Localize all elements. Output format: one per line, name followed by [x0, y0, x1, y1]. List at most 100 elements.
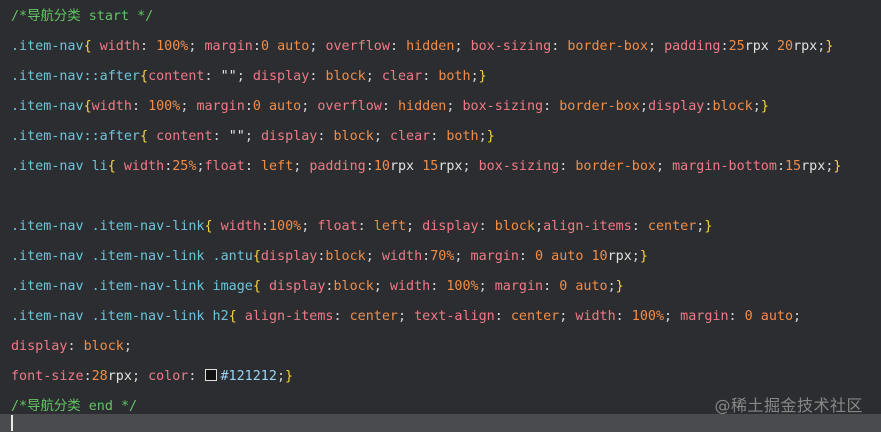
css-value: auto	[277, 39, 310, 54]
punctuation: :	[422, 69, 439, 84]
css-string: ""	[228, 129, 245, 144]
css-value: block	[712, 99, 753, 114]
punctuation: ;	[656, 159, 673, 174]
punctuation: :	[131, 99, 149, 114]
css-selector: .item-nav::after	[11, 129, 140, 144]
css-value: border-box	[559, 99, 640, 114]
punctuation: :	[543, 279, 560, 294]
brace: }	[615, 279, 624, 294]
punctuation: :	[704, 99, 713, 114]
css-number: 0	[559, 279, 568, 294]
punctuation: :	[164, 159, 173, 174]
punctuation: ;	[188, 39, 205, 54]
code-line[interactable]: .item-nav li{ width:25%;float: left; pad…	[0, 152, 881, 182]
punctuation	[769, 39, 777, 54]
punctuation	[92, 39, 100, 54]
punctuation: :	[140, 39, 157, 54]
css-selector: .item-nav .item-nav-link image	[11, 279, 253, 294]
punctuation: ;	[462, 159, 479, 174]
css-value: block	[325, 249, 366, 264]
css-property: display	[647, 99, 705, 114]
code-line[interactable]: .item-nav .item-nav-link .antu{display:b…	[0, 242, 881, 272]
css-number: 100%	[156, 39, 189, 54]
css-property: margin-bottom	[672, 159, 777, 174]
punctuation: ;	[478, 279, 495, 294]
code-line[interactable]: .item-nav::after{content: ""; display: b…	[0, 62, 881, 92]
css-property: clear	[381, 69, 423, 84]
code-line[interactable]: display: block;	[0, 332, 881, 362]
punctuation: :	[204, 69, 221, 84]
punctuation: ;	[752, 99, 761, 114]
punctuation: :	[543, 99, 560, 114]
brace: {	[140, 69, 149, 84]
css-unit: rpx	[438, 159, 463, 174]
css-value: both	[438, 69, 471, 84]
punctuation: ;	[664, 309, 681, 324]
css-value: center	[349, 309, 398, 324]
punctuation: ;	[454, 39, 471, 54]
css-property: margin	[196, 99, 245, 114]
css-number: 0	[535, 249, 544, 264]
css-property: width	[99, 39, 140, 54]
code-line[interactable]: .item-nav .item-nav-link{ width:100%; fl…	[0, 212, 881, 242]
css-number: 100%	[446, 279, 479, 294]
css-value: border-box	[567, 39, 648, 54]
brace: }	[825, 39, 834, 54]
code-line[interactable]: /*导航分类 end */	[0, 392, 881, 422]
css-property: width	[381, 249, 423, 264]
code-line[interactable]: /*导航分类 start */	[0, 2, 881, 32]
punctuation: ;	[454, 249, 471, 264]
css-property: width	[389, 279, 431, 294]
css-number: 100%	[268, 219, 302, 234]
punctuation	[543, 249, 551, 264]
punctuation: ;	[236, 69, 253, 84]
punctuation	[116, 159, 124, 174]
code-line[interactable]: .item-nav .item-nav-link h2{ align-items…	[0, 302, 881, 332]
css-property: width	[91, 99, 132, 114]
code-comment: /*导航分类 start */	[11, 9, 154, 24]
punctuation: ;	[559, 309, 576, 324]
watermark: @稀土掘金技术社区	[714, 396, 863, 415]
punctuation: ;	[446, 99, 463, 114]
css-number: 20	[776, 39, 794, 54]
css-property: align-items	[244, 309, 334, 324]
editor-input-bar[interactable]	[0, 414, 881, 432]
code-line[interactable]: .item-nav{ width: 100%; margin:0 auto; o…	[0, 32, 881, 62]
punctuation: :	[357, 219, 374, 234]
css-property: display	[422, 219, 479, 234]
punctuation: :	[365, 159, 374, 174]
punctuation: ;	[301, 219, 318, 234]
punctuation: ;	[825, 159, 834, 174]
css-property: box-sizing	[462, 99, 544, 114]
css-property: content	[148, 69, 205, 84]
punctuation	[261, 99, 269, 114]
css-value: left	[260, 159, 294, 174]
code-line[interactable]: font-size:28rpx; color: #121212;}	[0, 362, 881, 392]
css-selector: .item-nav::after	[11, 69, 140, 84]
css-property: margin	[680, 309, 729, 324]
css-unit: rpx	[107, 369, 132, 384]
text-cursor	[11, 415, 13, 431]
punctuation: ;	[365, 249, 382, 264]
punctuation: ;	[309, 39, 326, 54]
punctuation: :	[212, 129, 229, 144]
code-line[interactable]: .item-nav .item-nav-link image{ display:…	[0, 272, 881, 302]
punctuation: ;	[631, 249, 640, 264]
css-property: padding	[664, 39, 721, 54]
punctuation: :	[188, 369, 205, 384]
brace: }	[486, 129, 495, 144]
css-value: auto	[760, 309, 794, 324]
code-line[interactable]: .item-nav::after{ content: ""; display: …	[0, 122, 881, 152]
css-property: display	[252, 69, 310, 84]
code-editor[interactable]: /*导航分类 start */ .item-nav{ width: 100%; m…	[0, 0, 881, 414]
css-number: 100%	[148, 99, 181, 114]
css-unit: rpx	[389, 159, 415, 174]
code-line-empty[interactable]	[0, 182, 881, 212]
code-line[interactable]: .item-nav{width: 100%; margin:0 auto; ov…	[0, 92, 881, 122]
css-property: box-sizing	[478, 159, 560, 174]
css-value: center	[510, 309, 560, 324]
punctuation: :	[728, 309, 745, 324]
brace: {	[83, 99, 92, 114]
css-property: color	[148, 369, 189, 384]
brace: {	[252, 249, 261, 264]
